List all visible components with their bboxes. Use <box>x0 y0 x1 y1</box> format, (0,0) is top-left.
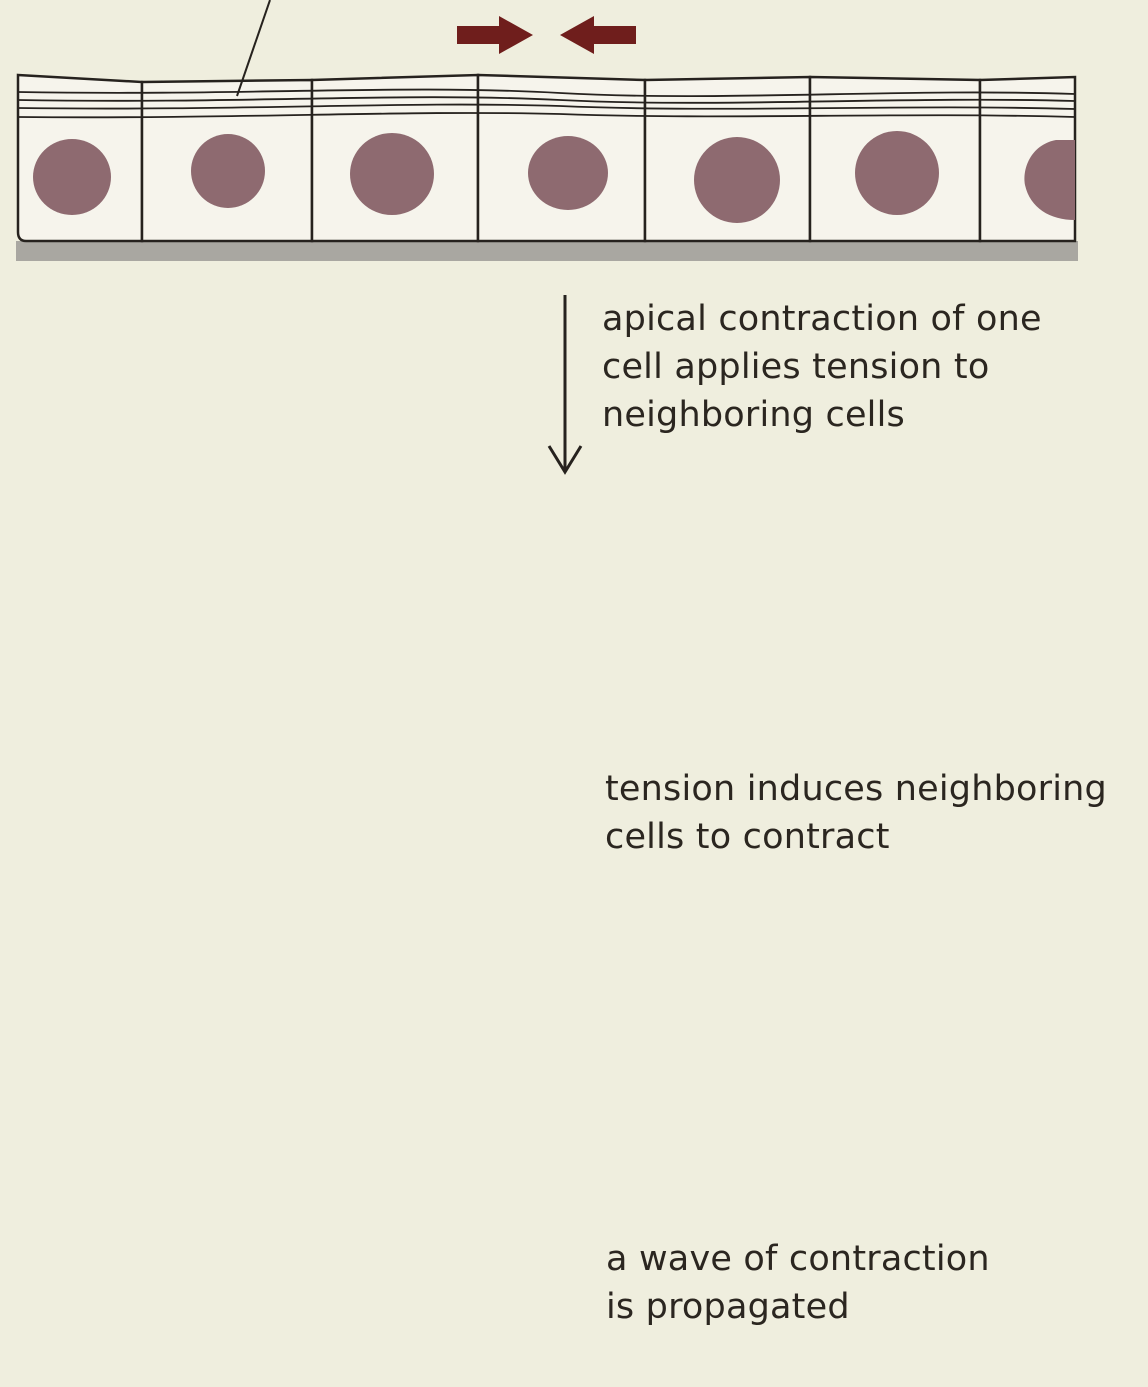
basal-lamina <box>16 241 1078 261</box>
caption-wave-propagated: a wave of contraction is propagated <box>606 1235 990 1331</box>
caption-tension-induces: tension induces neighboring cells to con… <box>605 765 1107 861</box>
contraction-force-arrow-left <box>560 16 636 54</box>
caption-apical-contraction: apical contraction of one cell applies t… <box>602 295 1042 439</box>
contraction-force-arrow-right <box>457 16 533 54</box>
panel-1-flat-sheet <box>16 0 1078 261</box>
step-arrow-1 <box>549 295 581 472</box>
